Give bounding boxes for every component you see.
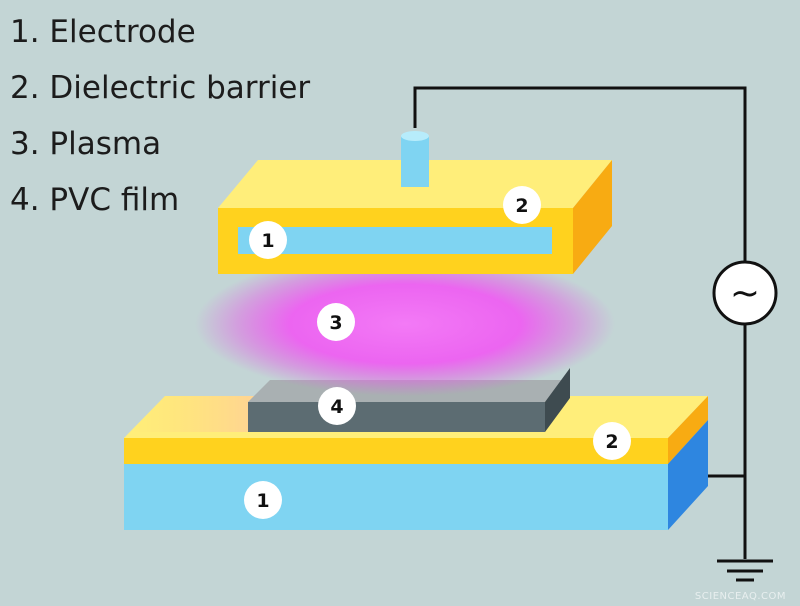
legend: 1. Electrode 2. Dielectric barrier 3. Pl…: [10, 4, 310, 228]
watermark: SCIENCEAQ.COM: [694, 591, 786, 602]
ground-icon: [717, 559, 773, 582]
bottom-barrier-front: [124, 438, 668, 464]
badge-plasma: 3: [317, 303, 355, 341]
ac-source-symbol: ~: [730, 273, 760, 314]
top-electrode-inlay: [238, 227, 552, 254]
legend-item-plasma: 3. Plasma: [10, 126, 162, 162]
badge-bottom-electrode: 1: [244, 481, 282, 519]
bottom-barrier-side: [668, 396, 708, 464]
badge-label: 4: [330, 396, 343, 418]
bottom-electrode-side: [668, 420, 708, 530]
badge-label: 3: [329, 312, 342, 334]
badge-label: 1: [261, 230, 274, 252]
bottom-electrode-front: [124, 464, 668, 530]
badge-top-electrode: 1: [249, 221, 287, 259]
pvc-film-front: [248, 402, 545, 432]
connector-post-top: [401, 131, 429, 141]
legend-item-electrode: 1. Electrode: [10, 14, 196, 50]
badge-bottom-barrier: 2: [593, 422, 631, 460]
badge-label: 2: [515, 195, 528, 217]
bottom-barrier-left-glow: [130, 396, 260, 432]
plasma-glow: [195, 252, 615, 396]
wire-top: [413, 86, 747, 262]
legend-item-pvc-film: 4. PVC film: [10, 182, 180, 218]
ac-source: ~: [712, 260, 778, 326]
top-barrier-side: [573, 160, 612, 274]
legend-item-dielectric-barrier: 2. Dielectric barrier: [10, 70, 311, 106]
connector-post: [401, 136, 429, 187]
badge-film: 4: [318, 387, 356, 425]
badge-label: 1: [256, 490, 269, 512]
pvc-film-side: [545, 368, 570, 432]
badge-top-barrier: 2: [503, 186, 541, 224]
badge-label: 2: [605, 431, 618, 453]
